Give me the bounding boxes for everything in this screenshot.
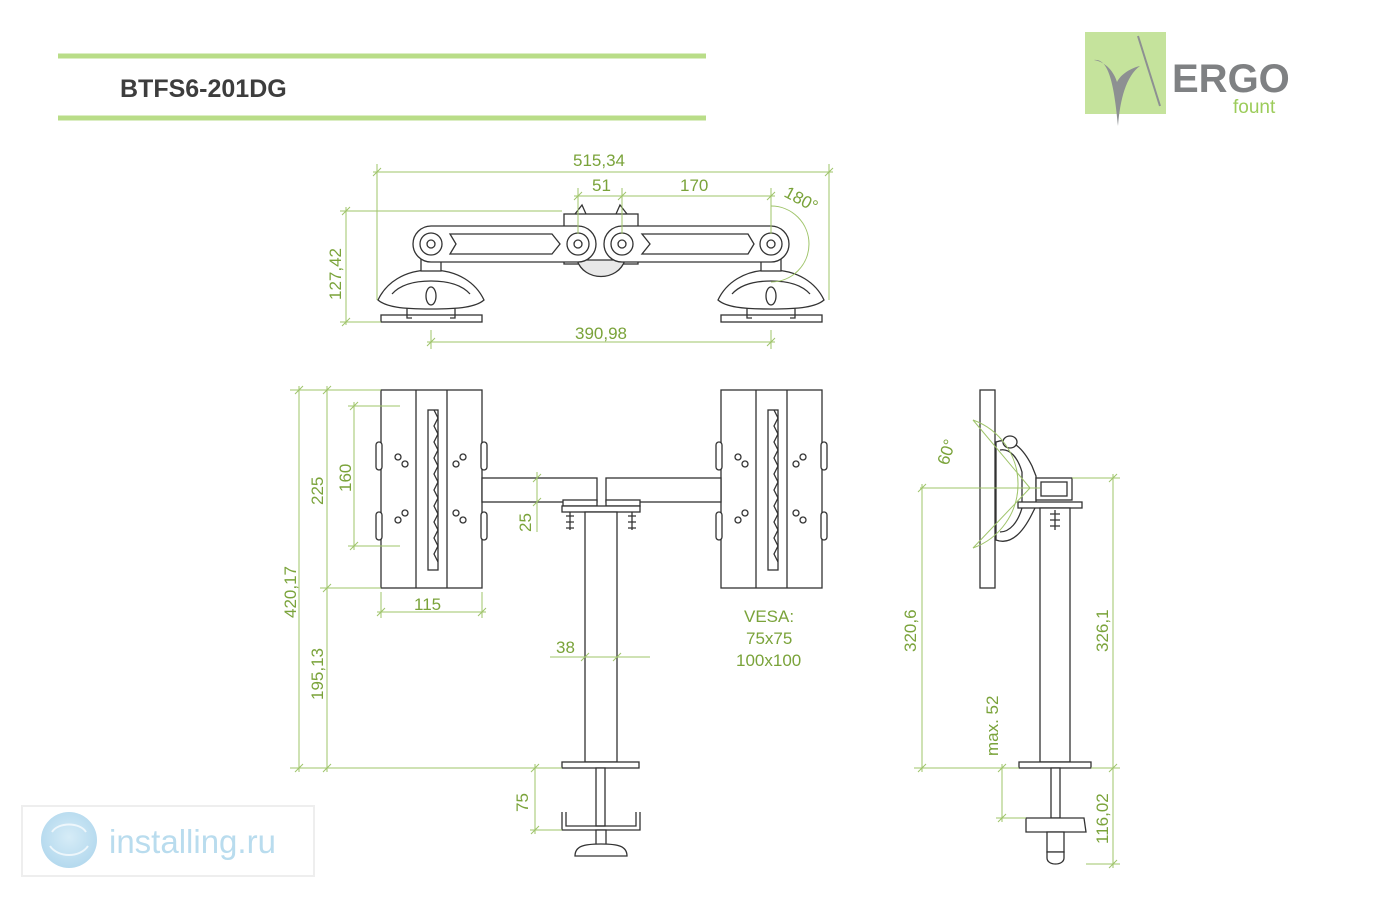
dim-clamp-depth: 116,02 bbox=[1093, 793, 1112, 844]
dim-rotation: 180° bbox=[781, 183, 821, 216]
dim-top-height: 127,42 bbox=[326, 248, 345, 300]
dim-tilt: 60° bbox=[934, 437, 960, 467]
top-view: 515,34 51 170 180° 127,42 390,98 bbox=[326, 151, 834, 349]
dim-plate-height: 225 bbox=[308, 477, 327, 505]
logo-brand-text: ERGO bbox=[1172, 57, 1290, 101]
dim-max-desk: max. 52 bbox=[983, 696, 1002, 756]
ergofount-logo: ERGO fount bbox=[1085, 32, 1290, 126]
dim-lower-height: 195,13 bbox=[308, 648, 327, 700]
watermark: installing.ru bbox=[21, 805, 315, 877]
dim-side-total-height: 326,1 bbox=[1093, 609, 1112, 652]
dim-plate-width: 115 bbox=[414, 595, 441, 614]
watermark-text: installing.ru bbox=[109, 823, 276, 860]
dim-front-total-height: 420,17 bbox=[281, 566, 300, 618]
vesa-size-100: 100x100 bbox=[736, 651, 801, 670]
dim-pivot-gap: 51 bbox=[592, 176, 611, 195]
watermark-globe-icon bbox=[41, 812, 97, 868]
dim-pole-width: 38 bbox=[556, 638, 575, 657]
vesa-size-75: 75x75 bbox=[746, 629, 792, 648]
logo-sub-text: fount bbox=[1233, 97, 1276, 118]
vesa-label: VESA: bbox=[744, 607, 794, 626]
dim-side-pole-height: 320,6 bbox=[901, 609, 920, 652]
dim-arm-length: 170 bbox=[680, 176, 708, 195]
model-title: BTFS6-201DG bbox=[120, 75, 287, 103]
dim-clamp-height: 75 bbox=[513, 793, 532, 812]
logo-swoosh-icon bbox=[1094, 59, 1140, 126]
header: BTFS6-201DG bbox=[58, 53, 706, 121]
side-view: 60° 320,6 326,1 max. 52 116,02 bbox=[901, 389, 1120, 869]
front-view: 420,17 225 160 25 115 38 195,13 75 VESA:… bbox=[281, 385, 828, 857]
dim-total-width: 515,34 bbox=[573, 151, 625, 170]
dim-vesa-vertical: 160 bbox=[336, 464, 355, 492]
dim-base-span: 390,98 bbox=[575, 324, 627, 343]
dim-arm-height: 25 bbox=[516, 513, 535, 532]
